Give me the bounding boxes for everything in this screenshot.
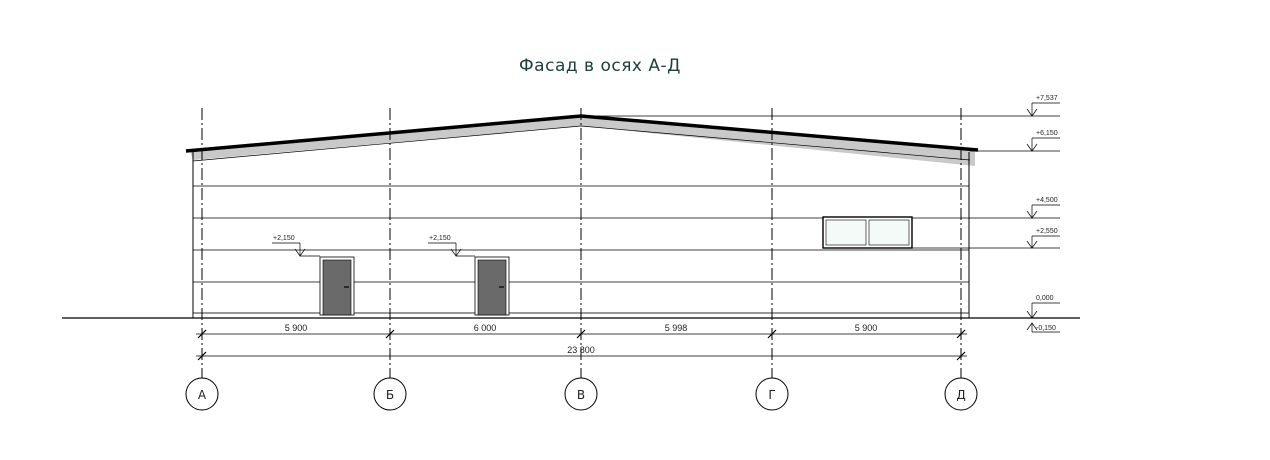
elevation-label-eave: +6,150 [1036, 130, 1058, 137]
elevation-label-band-top: +4,500 [1036, 197, 1058, 204]
axis-label-d: Д [956, 388, 965, 402]
elevation-marker-window-bottom: +2,550 [1026, 228, 1060, 249]
axis-marker-d: Д [944, 377, 978, 411]
axis-marker-a: А [185, 377, 219, 411]
elevation-marker-ground: 0,000 [1026, 295, 1060, 319]
axis-markers: А Б В Г Д [185, 377, 978, 411]
window [822, 216, 913, 249]
elevation-marker-door-right: +2,150 [428, 235, 475, 257]
door-left [319, 256, 355, 316]
building-walls [62, 152, 1080, 319]
drawing-title: Фасад в осях А-Д [519, 56, 681, 76]
dimension-span-4: 5 900 [855, 323, 878, 333]
dimension-chain: 5 900 6 000 5 998 5 900 23 800 [196, 323, 967, 361]
door-elevation-marks: +2,150 +2,150 [272, 235, 475, 257]
elevation-marks: +7,537 +6,150 +4,500 +2,550 0,000 [581, 95, 1060, 333]
axis-label-a: А [198, 388, 207, 402]
elevation-marker-eave: +6,150 [1026, 130, 1060, 152]
elevation-marker-band-top: +4,500 [1026, 197, 1060, 219]
dimension-span-2: 6 000 [474, 323, 497, 333]
axis-label-g: Г [768, 388, 775, 402]
axis-label-b: Б [386, 388, 394, 402]
elevation-label-ridge: +7,537 [1036, 95, 1058, 102]
elevation-label-door-right: +2,150 [429, 235, 451, 242]
elevation-label-door-left: +2,150 [273, 235, 295, 242]
dimension-total: 23 800 [567, 345, 595, 355]
axis-marker-v: В [564, 377, 598, 411]
axis-marker-b: Б [373, 377, 407, 411]
elevation-marker-base: -0,150 [1026, 322, 1060, 333]
roof-underside-fill [190, 117, 975, 166]
elevation-label-base: -0,150 [1036, 325, 1056, 332]
elevation-label-window-bottom: +2,550 [1036, 228, 1058, 235]
roof [185, 114, 979, 166]
elevation-label-ground: 0,000 [1036, 295, 1054, 302]
door-right [474, 256, 510, 316]
axis-label-v: В [577, 388, 585, 402]
roof-lower-line [192, 125, 971, 162]
elevation-marker-door-left: +2,150 [272, 235, 320, 257]
dimension-span-1: 5 900 [285, 323, 308, 333]
elevation-marker-ridge: +7,537 [1026, 95, 1060, 117]
axis-marker-g: Г [755, 377, 789, 411]
dimension-span-3: 5 998 [665, 323, 688, 333]
